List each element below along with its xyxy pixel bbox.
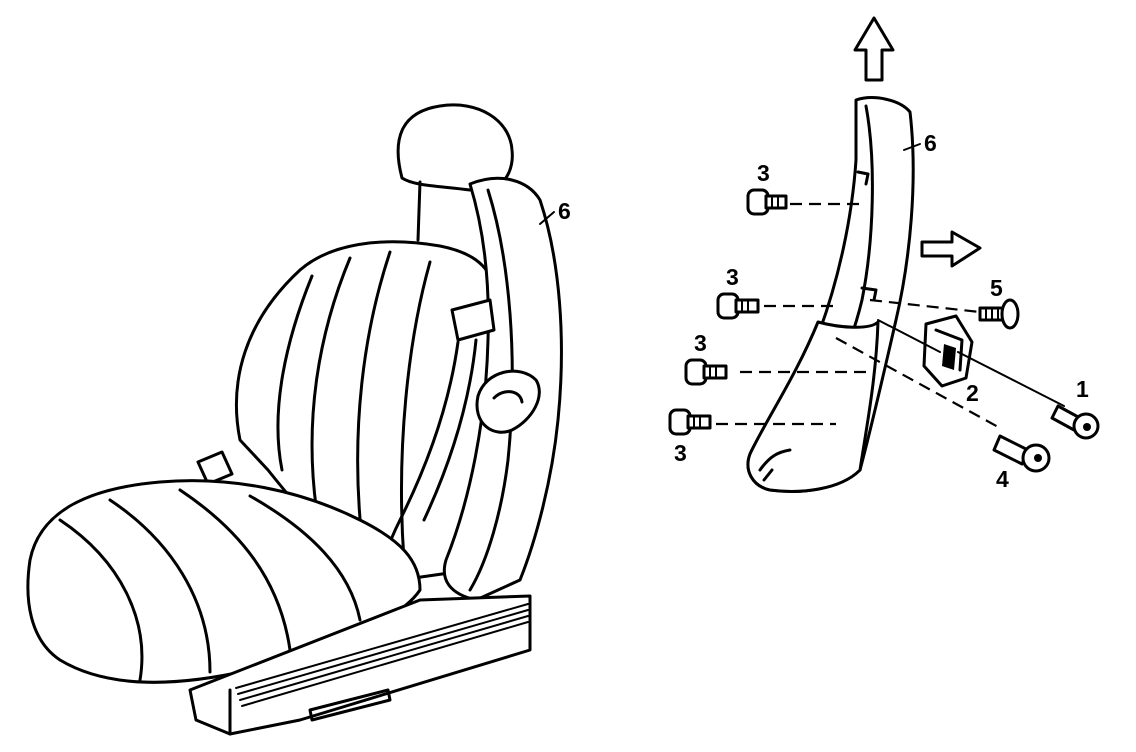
trim-panel-flange [746,320,880,493]
bolt-1 [1050,404,1100,440]
screw-upper-mid-callout: 3 [726,264,739,290]
belt-guide [450,298,496,342]
recliner-handle [475,369,541,434]
seat-trim-callout: 6 [558,198,571,224]
buckle-stalk [196,450,234,486]
bolt-1-callout: 1 [1076,376,1089,402]
headrest [396,103,514,192]
screw-lower-mid-callout: 3 [694,330,707,356]
headrest-post [416,180,422,242]
screw-top-callout: 3 [757,160,770,186]
bolt-4-callout: 4 [996,466,1009,492]
bolt-4 [992,434,1051,473]
fastener-5-callout: 5 [990,275,1003,301]
screw-lower-mid [684,358,728,386]
fastener-5 [978,298,1020,330]
screw-top [746,188,788,216]
trim-panel-callout: 6 [924,130,937,156]
screw-bottom-callout: 3 [674,440,687,466]
arrow-right-icon [920,230,982,268]
exploded-trim-view: 6 3 3 3 3 5 2 1 4 [668,16,1100,493]
seat-cushion [26,479,422,684]
screw-bottom [668,408,712,436]
seat-illustration: 6 [26,103,571,736]
bracket-callout: 2 [966,380,979,406]
arrow-up-icon [853,16,895,82]
screw-upper-mid [716,292,760,320]
